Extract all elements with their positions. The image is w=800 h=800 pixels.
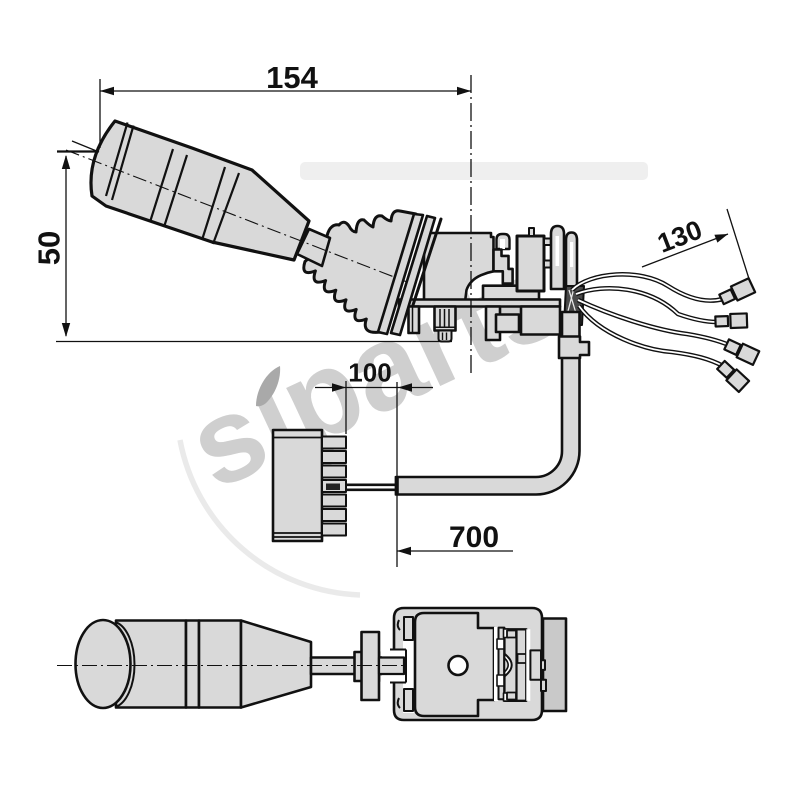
svg-text:100: 100 bbox=[348, 358, 391, 388]
svg-text:50: 50 bbox=[32, 231, 67, 265]
svg-text:700: 700 bbox=[449, 521, 499, 554]
svg-text:154: 154 bbox=[266, 60, 318, 95]
